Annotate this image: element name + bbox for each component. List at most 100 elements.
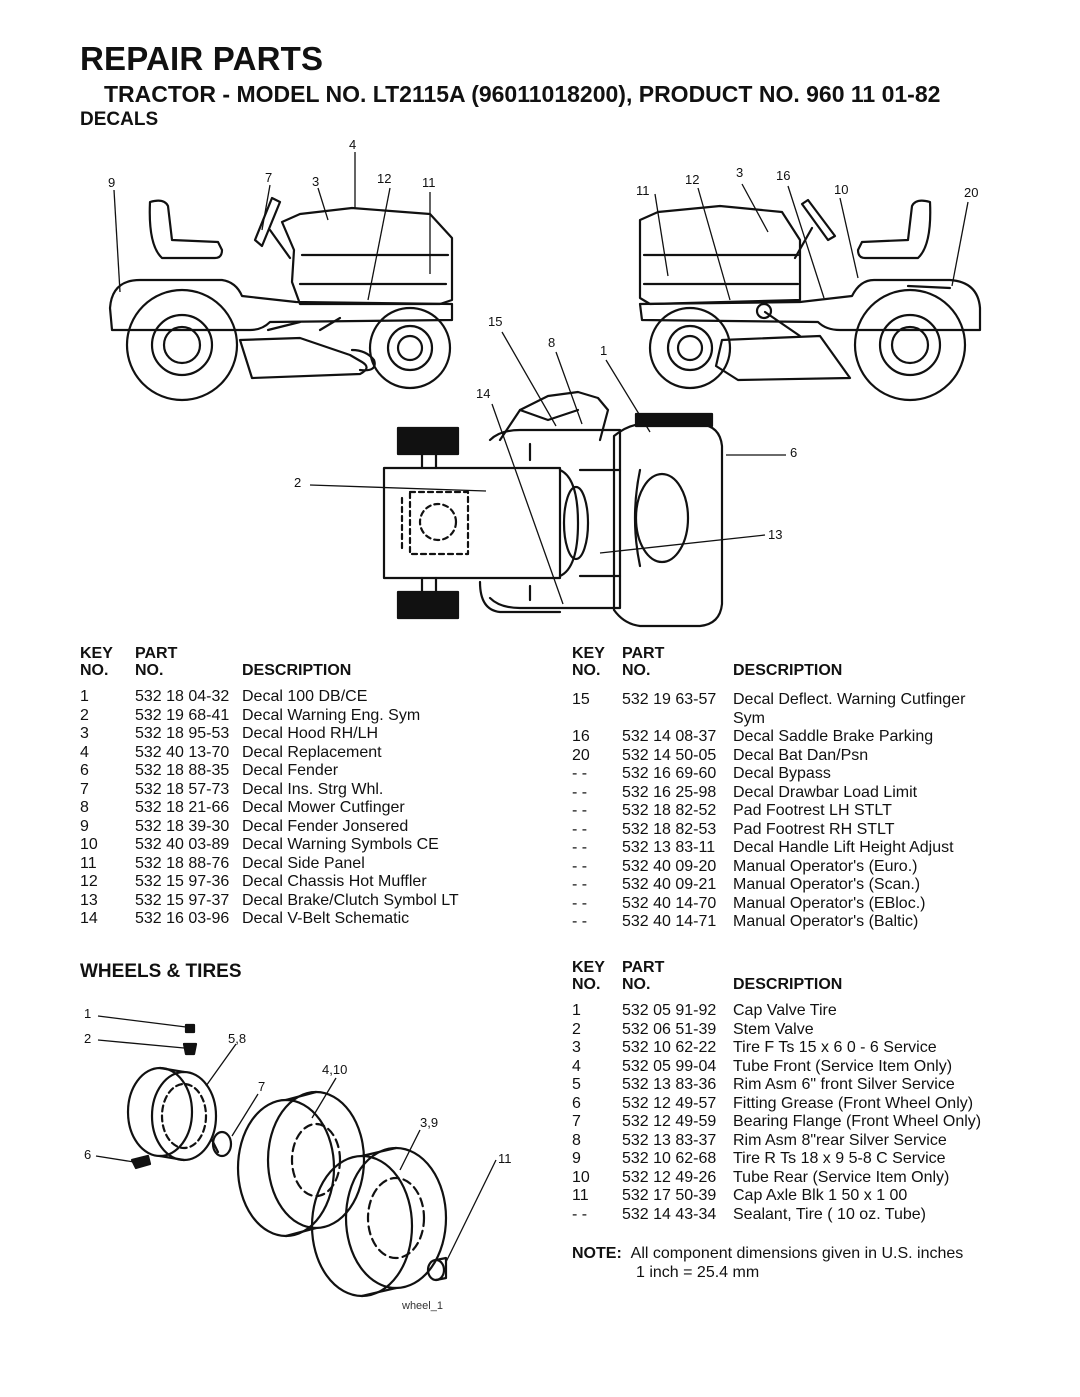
part-number: 532 10 62-68 xyxy=(622,1150,717,1167)
part-number: 532 12 49-26 xyxy=(622,1168,717,1186)
key-number xyxy=(572,710,622,729)
part-number: 532 18 88-35 xyxy=(135,762,230,779)
part-description: Decal Saddle Brake Parking xyxy=(733,728,934,745)
key-number: 5 xyxy=(572,1076,581,1093)
callout-9: 9 xyxy=(108,175,115,190)
callout-8: 8 xyxy=(548,335,555,350)
key-number: 7 xyxy=(80,780,89,798)
part-description: Pad Footrest LH STLT xyxy=(733,802,892,819)
header-description: DESCRIPTION xyxy=(733,976,843,993)
key-number: 11 xyxy=(80,854,97,872)
callout-11-right: 11 xyxy=(636,183,650,198)
page-subtitle: TRACTOR - MODEL NO. LT2115A (96011018200… xyxy=(104,81,941,107)
part-number: 532 16 69-60 xyxy=(622,765,717,782)
part-number: 532 14 08-37 xyxy=(622,728,717,745)
part-number: 532 19 68-41 xyxy=(135,706,230,724)
header-key: KEY xyxy=(572,645,605,662)
part-description: Pad Footrest RH STLT xyxy=(733,820,895,838)
part-description: Manual Operator's (Baltic) xyxy=(733,913,919,930)
wheel-callout-2: 2 xyxy=(84,1031,91,1046)
part-description: Decal Bat Dan/Psn xyxy=(733,746,869,764)
part-number: 532 40 14-70 xyxy=(622,894,717,912)
table-row: - - 532 18 82-52 Pad Footrest LH STLT xyxy=(572,802,965,821)
part-description: Tire R Ts 18 x 9 5-8 C Service xyxy=(733,1150,946,1167)
part-description: Decal Replacement xyxy=(242,743,382,761)
part-description: Sym xyxy=(733,709,765,727)
part-number: 532 18 82-52 xyxy=(622,802,717,819)
wheel-callout-11: 11 xyxy=(498,1151,512,1166)
header-key-no: NO. xyxy=(80,662,109,679)
note-line-1: All component dimensions given in U.S. i… xyxy=(630,1245,964,1262)
part-number: 532 12 49-59 xyxy=(622,1113,717,1130)
key-number: 11 xyxy=(572,1187,589,1204)
wheel-callout-6: 6 xyxy=(84,1147,91,1162)
part-number: 532 15 97-36 xyxy=(135,873,230,890)
part-number: 532 40 13-70 xyxy=(135,743,230,761)
part-description: Bearing Flange (Front Wheel Only) xyxy=(733,1113,982,1130)
part-number: 532 40 09-21 xyxy=(622,876,717,893)
part-description: Decal Ins. Strg Whl. xyxy=(242,780,384,798)
key-number: 3 xyxy=(572,1039,581,1056)
header-part-no: NO. xyxy=(622,976,651,993)
part-number: 532 40 03-89 xyxy=(135,836,230,853)
key-number: 4 xyxy=(572,1057,581,1075)
header-key: KEY xyxy=(80,645,113,662)
part-description: Decal 100 DB/CE xyxy=(242,688,368,705)
callout-20: 20 xyxy=(964,185,978,200)
part-description: Rim Asm 8"rear Silver Service xyxy=(733,1131,947,1149)
part-number: 532 18 21-66 xyxy=(135,799,230,816)
callout-12: 12 xyxy=(377,171,391,186)
key-number: - - xyxy=(572,802,588,819)
callout-3: 3 xyxy=(312,174,319,189)
callout-13: 13 xyxy=(768,527,782,542)
callout-labels: 4 9 7 3 12 11 11 12 3 16 10 20 15 8 1 14… xyxy=(84,137,978,1166)
part-number: 532 16 03-96 xyxy=(135,910,230,927)
wheel-callout-4-10: 4,10 xyxy=(322,1062,347,1077)
key-number: 10 xyxy=(572,1168,590,1186)
part-description: Decal V-Belt Schematic xyxy=(242,910,410,927)
part-number: 532 13 83-37 xyxy=(622,1131,717,1149)
wheels-section-title: WHEELS & TIRES xyxy=(80,961,242,982)
part-description: Decal Fender Jonsered xyxy=(242,817,409,835)
header-part: PART xyxy=(622,959,665,976)
wheel-callout-7: 7 xyxy=(258,1079,265,1094)
part-description: Decal Side Panel xyxy=(242,854,365,872)
header-key: KEY xyxy=(572,959,605,976)
callout-1: 1 xyxy=(600,343,607,358)
key-number: 12 xyxy=(80,873,98,890)
callout-4: 4 xyxy=(349,137,356,152)
callout-16: 16 xyxy=(776,168,790,183)
part-description: Decal Drawbar Load Limit xyxy=(733,783,918,801)
part-number: 532 18 88-76 xyxy=(135,854,230,872)
table-row: 4 532 40 13-70 Decal Replacement xyxy=(80,744,459,763)
part-description: Cap Axle Blk 1 50 x 1 00 xyxy=(733,1187,908,1204)
key-number: 6 xyxy=(572,1094,581,1112)
part-number: 532 18 95-53 xyxy=(135,725,230,742)
key-number: 4 xyxy=(80,743,89,761)
part-number: 532 13 83-36 xyxy=(622,1076,717,1093)
key-number: - - xyxy=(572,857,588,875)
decals-section-title: DECALS xyxy=(80,109,159,130)
key-number: 1 xyxy=(572,1002,581,1019)
key-number: 3 xyxy=(80,725,89,742)
key-number: - - xyxy=(572,1205,588,1223)
key-number: 6 xyxy=(80,762,89,779)
part-number: 532 15 97-37 xyxy=(135,891,230,909)
callout-15: 15 xyxy=(488,314,502,329)
